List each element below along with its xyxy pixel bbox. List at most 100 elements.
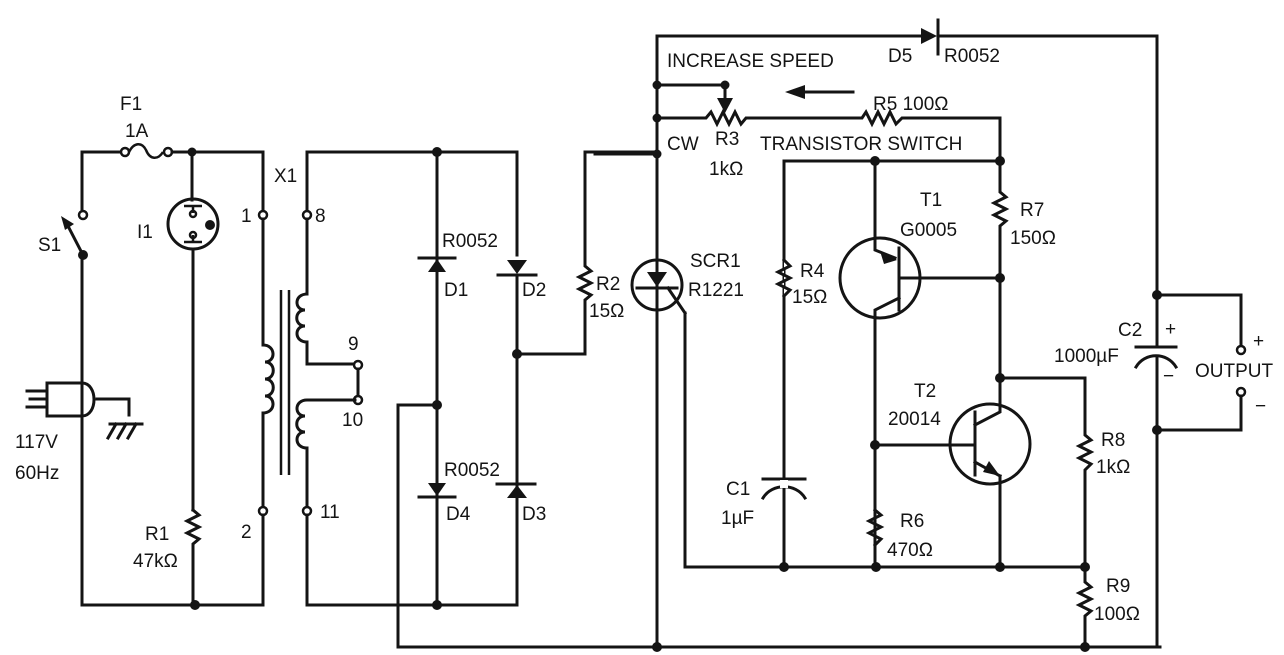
- wire: [655, 83, 727, 100]
- label-pin9: 9: [348, 334, 359, 355]
- wire: [80, 253, 265, 607]
- wire: [305, 150, 519, 257]
- label-r9: R9: [1106, 576, 1130, 597]
- label-r6: R6: [900, 511, 924, 532]
- resistor-r6: [865, 507, 885, 548]
- label-r7-value: 150Ω: [1010, 228, 1056, 249]
- label-d1: D1: [444, 280, 468, 301]
- output-plus-terminal[interactable]: [1235, 344, 1247, 356]
- resistor-r8: [998, 376, 1095, 569]
- resistor-r9: [1075, 565, 1095, 649]
- diode-d4: [417, 483, 457, 499]
- label-d4-part: R0052: [444, 460, 500, 481]
- diode-d2: [496, 260, 538, 277]
- transformer-secondary-upper: [295, 292, 357, 366]
- label-f1: F1: [120, 94, 142, 115]
- label-c2-value: 1000µF: [1054, 346, 1119, 367]
- wire: [396, 403, 1162, 649]
- potentiometer-wiper[interactable]: [717, 98, 733, 113]
- wire: [1083, 428, 1159, 649]
- resistor-r4: [774, 257, 794, 299]
- label-c1: C1: [726, 479, 750, 500]
- label-pin2: 2: [241, 522, 252, 543]
- label-c2: C2: [1118, 320, 1142, 341]
- wire: [936, 34, 1159, 297]
- label-r1: R1: [145, 524, 169, 545]
- junction: [432, 600, 442, 610]
- label-d4: D4: [446, 504, 471, 525]
- capacitor-c1: [760, 477, 808, 501]
- label-pin1: 1: [241, 206, 252, 227]
- label-r9-value: 100Ω: [1094, 604, 1140, 625]
- resistor-r7: [990, 159, 1010, 380]
- label-pin11: 11: [320, 502, 340, 523]
- switch-s1[interactable]: [61, 216, 88, 260]
- potentiometer-r3-and-r5: [655, 108, 1002, 162]
- wire: [683, 311, 1087, 569]
- label-output-plus: +: [1253, 331, 1264, 352]
- label-output-minus: −: [1255, 396, 1266, 417]
- wire: [1155, 293, 1243, 348]
- label-s1: S1: [38, 235, 61, 256]
- transistor-t2: [873, 376, 1032, 486]
- label-r4-value: 15Ω: [792, 287, 827, 308]
- label-d3: D3: [522, 504, 546, 525]
- label-d1-part: R0052: [442, 231, 498, 252]
- diode-d5: [921, 18, 940, 56]
- junction: [720, 80, 730, 90]
- arrow-left-icon: [785, 85, 855, 99]
- label-r3-value: 1kΩ: [709, 159, 743, 180]
- label-r1-value: 47kΩ: [133, 551, 178, 572]
- diode-d1: [417, 256, 457, 272]
- diode-d3: [495, 482, 537, 498]
- scr-scr1: [630, 258, 688, 316]
- label-t2-part: 20014: [888, 409, 941, 430]
- resistor-r2: [515, 150, 659, 356]
- bridge-rectifier: [396, 150, 1162, 649]
- label-pin10: 10: [342, 410, 363, 431]
- label-t1: T1: [920, 190, 942, 211]
- ground-icon: [105, 421, 144, 441]
- junction: [652, 642, 662, 652]
- label-r3: R3: [715, 129, 739, 150]
- label-x1: X1: [274, 166, 297, 187]
- transformer-core: [279, 290, 291, 475]
- label-scr1-part: R1221: [688, 280, 744, 301]
- mains-section: [25, 143, 519, 610]
- label-plug-voltage: 117V: [15, 432, 58, 453]
- label-i1: I1: [137, 222, 153, 243]
- fuse-f1: [119, 143, 174, 159]
- neon-lamp-i1: [166, 197, 220, 251]
- label-t2: T2: [914, 381, 936, 402]
- label-r2-value: 15Ω: [589, 301, 624, 322]
- wire: [782, 159, 1002, 569]
- switch-contact: [77, 209, 89, 221]
- label-plug-frequency: 60Hz: [15, 463, 59, 484]
- control-section: [593, 18, 1247, 652]
- label-pin8: 8: [315, 206, 326, 227]
- wire: [1155, 394, 1243, 432]
- label-f1-value: 1A: [125, 121, 149, 142]
- label-r8-value: 1kΩ: [1096, 457, 1130, 478]
- label-d5-part: R0052: [944, 46, 1000, 67]
- label-t1-part: G0005: [900, 220, 957, 241]
- label-output: OUTPUT: [1195, 361, 1274, 382]
- labels: F1 1A S1 I1 117V 60Hz R1 47kΩ X1 1 2 8 9…: [15, 46, 1274, 625]
- label-r2: R2: [596, 274, 620, 295]
- label-cw: CW: [667, 134, 699, 155]
- label-r6-value: 470Ω: [887, 540, 933, 561]
- wire: [305, 483, 519, 607]
- label-d5: D5: [888, 46, 912, 67]
- label-c2-plus: +: [1165, 319, 1176, 340]
- label-d2: D2: [522, 280, 546, 301]
- resistor-r1: [183, 507, 203, 607]
- transformer-secondary-lower: [295, 398, 357, 508]
- plug-icon: [25, 381, 131, 418]
- label-transistor-switch: TRANSISTOR SWITCH: [760, 134, 962, 155]
- label-r8: R8: [1101, 430, 1125, 451]
- label-r4: R4: [800, 261, 825, 282]
- label-r5: R5 100Ω: [873, 94, 948, 115]
- transformer-primary-winding: [261, 343, 275, 415]
- label-scr1: SCR1: [690, 251, 741, 272]
